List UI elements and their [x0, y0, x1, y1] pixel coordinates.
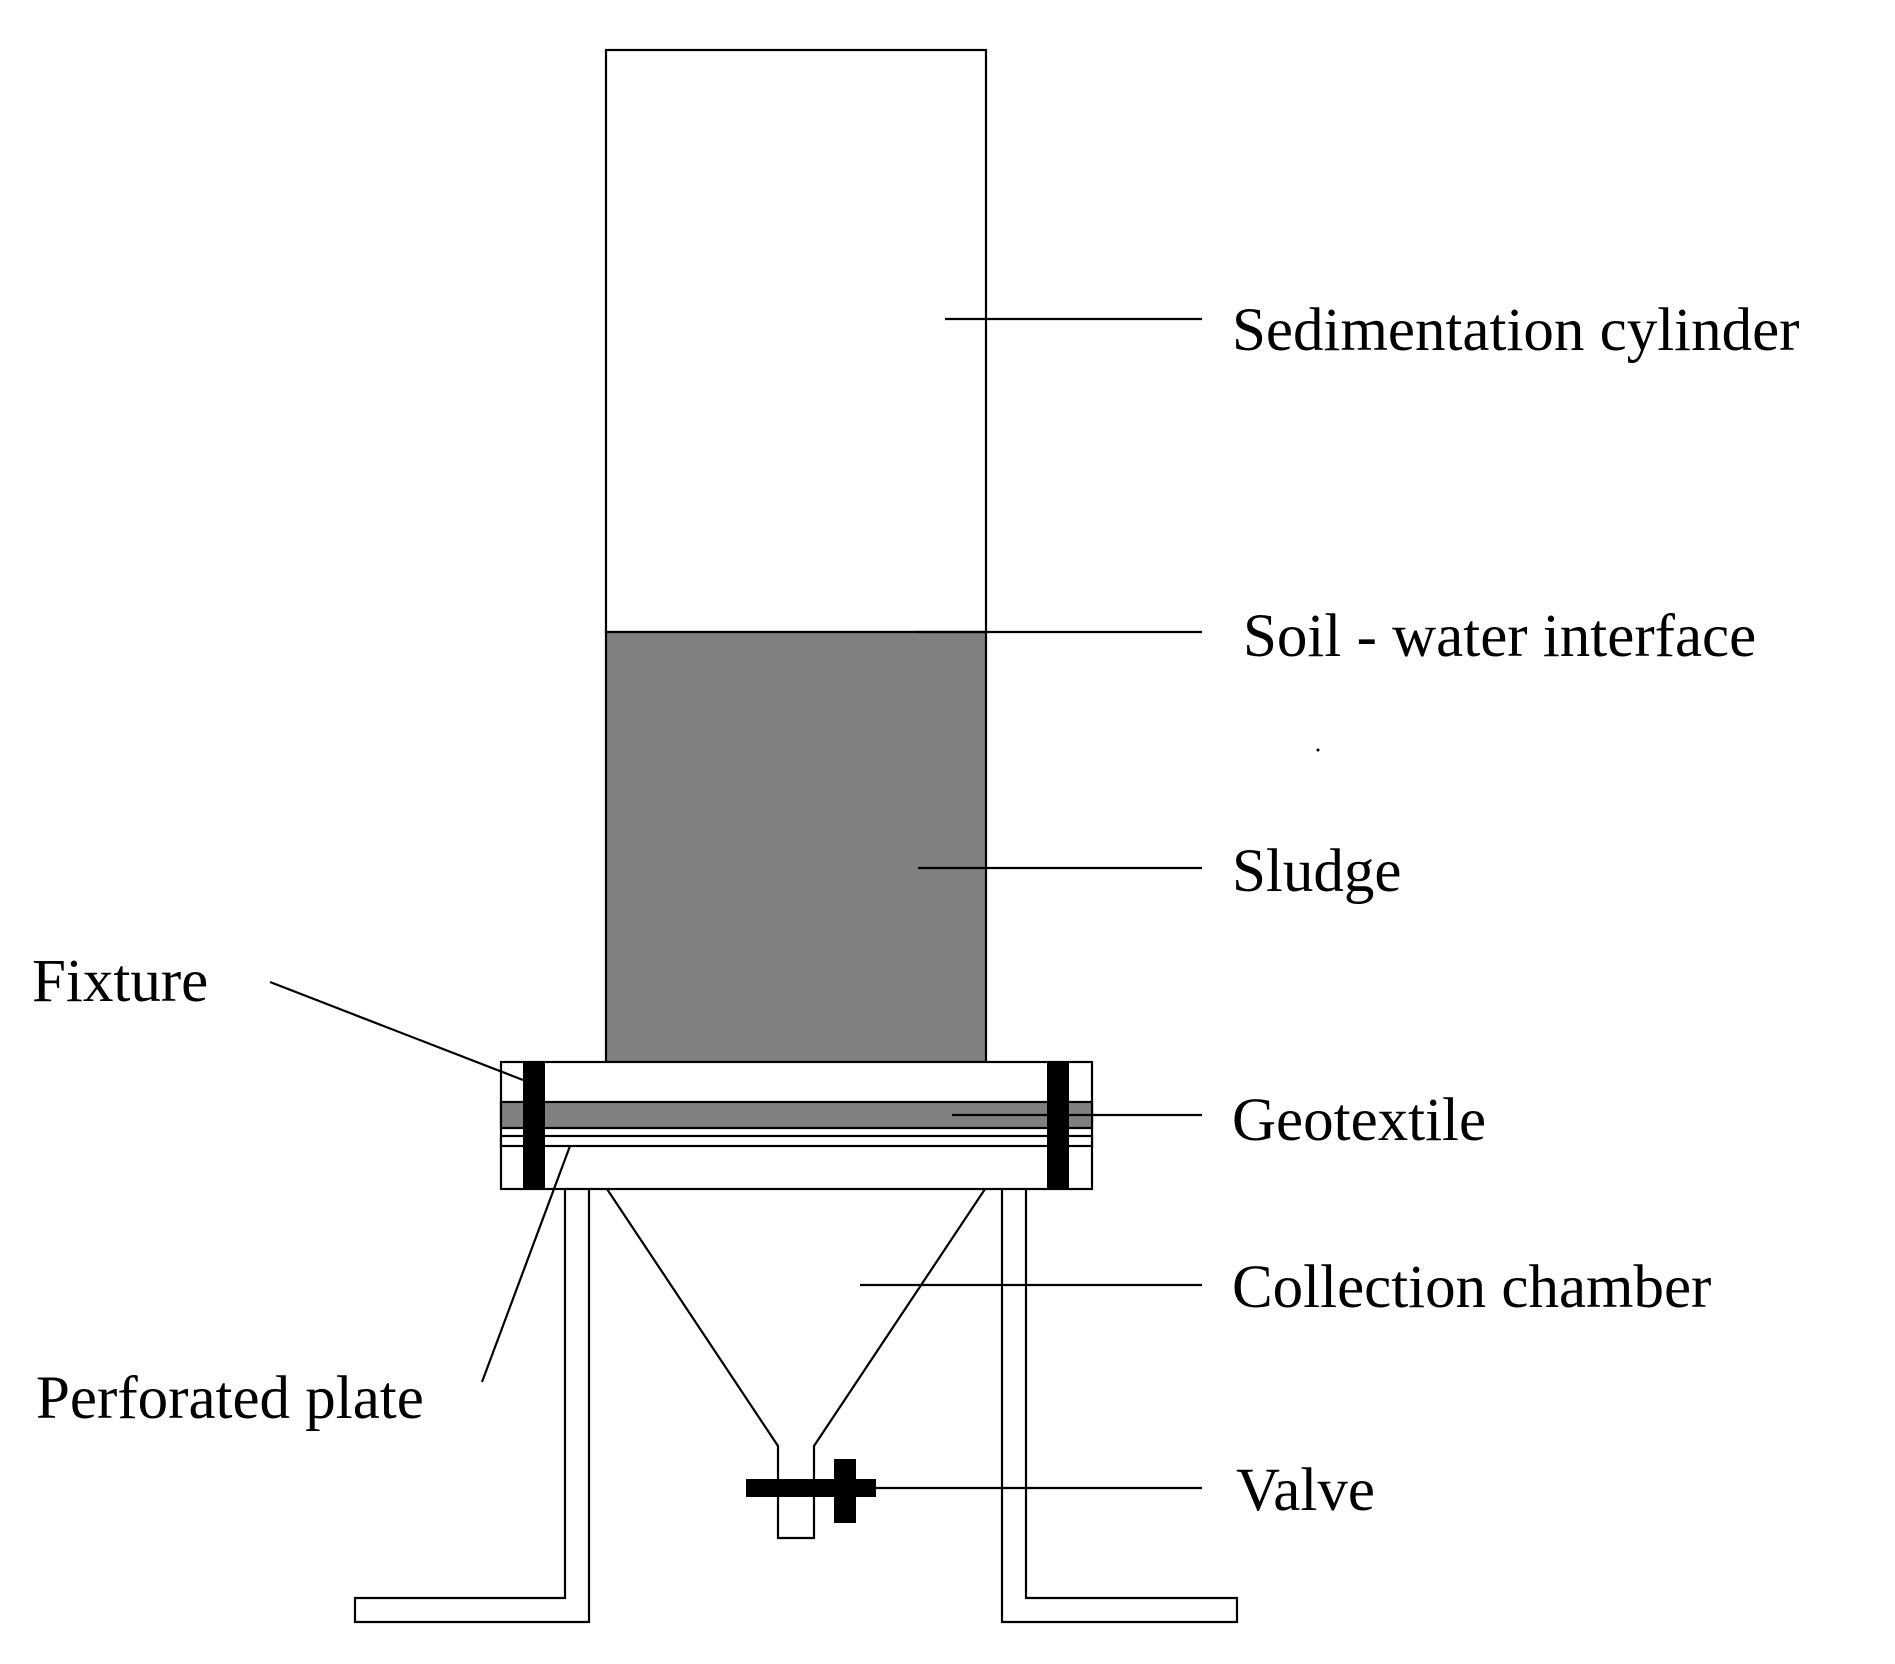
- label-fixture: Fixture: [32, 948, 208, 1015]
- label-valve: Valve: [1236, 1457, 1375, 1524]
- label-sludge: Sludge: [1232, 838, 1401, 905]
- fixture-right: [1047, 1062, 1069, 1189]
- collection-chamber: [604, 1185, 988, 1540]
- leader-perforated-plate: [480, 1145, 572, 1383]
- fixture-left: [523, 1062, 545, 1189]
- valve-handle: [746, 1479, 876, 1497]
- label-soil-water-interface: Soil - water interface: [1243, 603, 1756, 670]
- sludge: [604, 630, 988, 1064]
- label-sedimentation-cylinder: Sedimentation cylinder: [1232, 297, 1800, 364]
- perforated-plate: [499, 1134, 1094, 1148]
- label-geotextile: Geotextile: [1232, 1087, 1486, 1154]
- leader-fixture: [269, 980, 524, 1082]
- label-perforated-plate: Perforated plate: [36, 1365, 424, 1432]
- sedimentation-cylinder: [604, 48, 988, 634]
- valve-stem: [834, 1459, 856, 1523]
- stray-dot: [1316, 748, 1320, 752]
- label-collection-chamber: Collection chamber: [1232, 1254, 1711, 1321]
- right-support-leg: [1000, 1184, 1239, 1624]
